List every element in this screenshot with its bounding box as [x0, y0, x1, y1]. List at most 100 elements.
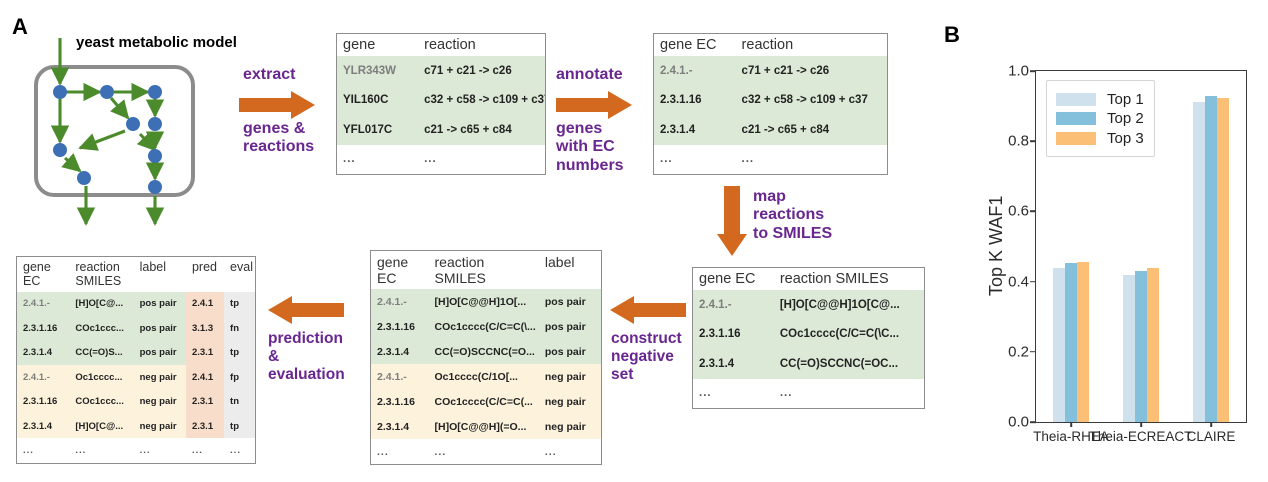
cell-gene-ec: 2.3.1.16: [17, 316, 70, 341]
col-header: reaction SMILES: [773, 268, 924, 290]
table-row: 2.3.1.16 COc1ccc... pos pair 3.1.3 fn: [17, 316, 255, 341]
table-row: 2.4.1.- Oc1cccc(C/1O[... neg pair: [371, 364, 601, 390]
table-labeled-pairs: gene EC reaction SMILES label 2.4.1.- [H…: [370, 250, 602, 465]
cell-eval: fp: [224, 365, 255, 390]
cell-label: pos pair: [133, 340, 186, 366]
cell-smiles: [H]O[C@@H](=O...: [428, 414, 539, 439]
cell-label: neg pair: [133, 365, 186, 390]
cell-smiles: Oc1cccc...: [69, 365, 134, 390]
table-row: 2.3.1.16 COc1cccc(C/C=C(... neg pair: [371, 389, 601, 415]
cell-reaction: c32 + c58 -> c109 + c37: [418, 85, 545, 115]
cell-label: neg pair: [538, 414, 601, 439]
chart-bar: [1077, 261, 1090, 422]
cell-label: pos pair: [538, 314, 601, 340]
y-axis-tick-label: 0.4: [1008, 273, 1029, 291]
cell-gene-ec: 2.3.1.16: [17, 389, 70, 415]
table-gene-ec-body: 2.4.1.- c71 + c21 -> c26 2.3.1.16 c32 + …: [654, 56, 887, 174]
cell-reaction: c21 -> c65 + c84: [735, 115, 887, 145]
table-row-ellipsis: ... ...: [693, 378, 924, 408]
cell-ellipsis: ...: [735, 144, 887, 174]
chart-bar: [1064, 263, 1078, 422]
cell-gene-ec: 2.4.1.-: [654, 56, 736, 86]
col-header: pred: [185, 257, 225, 292]
step-construct-negative-label: construct negative set: [611, 330, 682, 383]
cell-gene-ec: 2.4.1.-: [17, 291, 70, 317]
cell-pred: 2.4.1: [185, 365, 225, 390]
x-axis-tick-label: Theia-ECREACT: [1089, 429, 1193, 444]
cell-ellipsis: ...: [654, 144, 736, 174]
table-row: 2.4.1.- Oc1cccc... neg pair 2.4.1 fp: [17, 365, 255, 390]
table-gene-ec: gene EC reaction 2.4.1.- c71 + c21 -> c2…: [653, 33, 888, 175]
step-map-smiles-label: map reactions to SMILES: [753, 188, 833, 242]
cell-eval: tn: [224, 389, 255, 415]
table-reaction-smiles: gene EC reaction SMILES 2.4.1.- [H]O[C@@…: [692, 267, 925, 409]
panel-b-letter: B: [944, 22, 960, 47]
col-header: eval: [224, 257, 255, 292]
cell-gene-ec: 2.4.1.-: [17, 365, 70, 390]
step-extract-top-label: extract: [243, 66, 296, 83]
chart-bar: [1134, 270, 1148, 422]
cell-label: pos pair: [538, 289, 601, 315]
cell-ellipsis: ...: [773, 378, 924, 408]
table-reaction-smiles-body: 2.4.1.- [H]O[C@@H]1O[C@... 2.3.1.16 COc1…: [693, 290, 924, 408]
cell-smiles: COc1cccc(C/C=C(\C...: [773, 319, 924, 349]
table-row: 2.4.1.- [H]O[C@@H]1O[... pos pair: [371, 289, 601, 315]
cell-label: neg pair: [133, 389, 186, 415]
legend-label: Top 1: [1107, 90, 1144, 108]
legend-item: Top 1: [1056, 91, 1144, 108]
table-evaluation-body: 2.4.1.- [H]O[C@... pos pair 2.4.1 tp 2.3…: [17, 291, 255, 463]
step-annotate-bottom-label: genes with EC numbers: [556, 120, 624, 174]
cell-gene-ec: 2.3.1.16: [654, 85, 736, 115]
cell-gene-ec: 2.3.1.16: [371, 389, 429, 415]
col-header: reaction SMILES: [428, 251, 539, 290]
col-header: label: [538, 251, 601, 290]
cell-ellipsis: ...: [428, 439, 539, 464]
table-labeled-pairs-body: 2.4.1.- [H]O[C@@H]1O[... pos pair 2.3.1.…: [371, 289, 601, 464]
table-row: 2.3.1.4 [H]O[C@@H](=O... neg pair: [371, 414, 601, 439]
step-extract-bottom-label: genes & reactions: [243, 120, 315, 156]
table-row: 2.3.1.16 COc1cccc(C/C=C(\... pos pair: [371, 314, 601, 340]
table-row-ellipsis: ... ...: [654, 144, 887, 174]
table-genes-body: YLR343W c71 + c21 -> c26 YIL160C c32 + c…: [337, 56, 545, 174]
map-smiles-arrow-icon: [717, 186, 747, 256]
cell-ellipsis: ...: [693, 378, 774, 408]
annotate-arrow-icon: [556, 91, 632, 119]
y-axis-tick: [1030, 140, 1036, 142]
cell-ellipsis: ...: [185, 438, 225, 463]
cell-smiles: COc1ccc...: [69, 316, 134, 341]
cell-smiles: [H]O[C@...: [69, 414, 134, 439]
cell-label: pos pair: [133, 291, 186, 317]
cell-gene: YLR343W: [337, 56, 419, 86]
legend-label: Top 2: [1107, 110, 1144, 127]
cell-smiles: [H]O[C@...: [69, 291, 134, 317]
y-axis-tick-label: 1.0: [1008, 62, 1029, 80]
table-row: 2.3.1.16 COc1cccc(C/C=C(\C...: [693, 319, 924, 349]
table-row: 2.3.1.4 [H]O[C@... neg pair 2.3.1 tp: [17, 414, 255, 439]
col-header: reaction SMILES: [69, 257, 134, 292]
x-axis-tick: [1210, 422, 1212, 427]
cell-reaction: c32 + c58 -> c109 + c37: [735, 85, 887, 115]
table-row: 2.3.1.4 CC(=O)SCCNC(=O... pos pair: [371, 339, 601, 365]
cell-ellipsis: ...: [371, 439, 429, 464]
cell-eval: tp: [224, 340, 255, 366]
prediction-evaluation-arrow-icon: [268, 296, 344, 324]
col-header: gene EC: [654, 34, 736, 56]
legend-swatch-top1: [1056, 92, 1096, 106]
y-axis-tick: [1030, 280, 1036, 283]
cell-gene-ec: 2.4.1.-: [371, 364, 429, 390]
cell-label: pos pair: [133, 316, 186, 341]
table-row: YLR343W c71 + c21 -> c26: [337, 56, 545, 86]
cell-gene: YFL017C: [337, 115, 419, 145]
cell-smiles: Oc1cccc(C/1O[...: [428, 364, 539, 390]
cell-reaction: c21 -> c65 + c84: [418, 115, 545, 145]
cell-label: neg pair: [133, 414, 186, 439]
table-row-ellipsis: ... ...: [337, 144, 545, 174]
x-axis-tick-label: CLAIRE: [1186, 429, 1236, 444]
col-header: gene EC: [371, 251, 429, 290]
cell-gene-ec: 2.3.1.16: [371, 314, 429, 340]
y-axis-tick-label: 0.0: [1008, 413, 1029, 431]
cell-gene-ec: 2.3.1.4: [693, 349, 774, 379]
legend-swatch-top3: [1056, 131, 1096, 145]
cell-eval: tp: [224, 414, 255, 439]
legend-label: Top 3: [1107, 129, 1144, 147]
